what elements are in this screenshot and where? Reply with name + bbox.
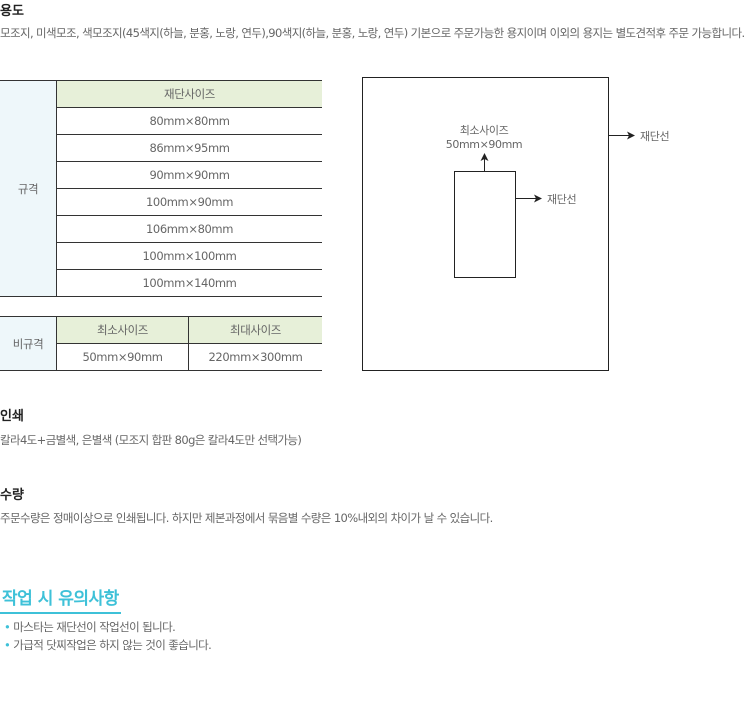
min-size-label: 최소사이즈: [459, 124, 509, 137]
spec-row: 90mm×90mm: [56, 161, 322, 189]
usage-title: 용도: [0, 4, 24, 19]
spec-row: 100mm×140mm: [56, 269, 322, 297]
spec-row: 86mm×95mm: [56, 134, 322, 162]
nonspec-side-label: 비규격: [0, 316, 57, 371]
spec-side-label: 규격: [0, 80, 57, 297]
nonspec-header-max: 최대사이즈: [188, 316, 322, 344]
usage-text: 모조지, 미색모조, 색모조지(45색지(하늘, 분홍, 노랑, 연두),90색…: [0, 26, 745, 40]
inner-box: [454, 171, 516, 278]
nonspec-header-min: 최소사이즈: [56, 316, 189, 344]
nonspec-table: 비규격 최소사이즈 최대사이즈 50mm×90mm 220mm×300mm: [0, 316, 322, 371]
spec-row: 100mm×100mm: [56, 242, 322, 270]
spec-row: 106mm×80mm: [56, 215, 322, 243]
notes-title: 작업 시 유의사항: [0, 584, 121, 614]
nonspec-max-value: 220mm×300mm: [188, 343, 322, 371]
quantity-text: 주문수량은 정매이상으로 인쇄됩니다. 하지만 제본과정에서 묶음별 수량은 1…: [0, 511, 493, 525]
outer-box: [362, 77, 609, 371]
min-size-value: 50mm×90mm: [445, 138, 523, 151]
bullet-icon: •: [4, 620, 11, 634]
outer-cut-label: 재단선: [640, 130, 670, 143]
diagram-lines: [362, 77, 635, 371]
spec-row: 100mm×90mm: [56, 188, 322, 216]
note-text: 가급적 닷찌작업은 하지 않는 것이 좋습니다.: [13, 638, 212, 652]
spec-table: 규격 재단사이즈 80mm×80mm 86mm×95mm 90mm×90mm 1…: [0, 80, 322, 297]
print-title: 인쇄: [0, 409, 24, 424]
quantity-title: 수량: [0, 488, 24, 503]
spec-row: 80mm×80mm: [56, 107, 322, 135]
inner-cut-label: 재단선: [547, 193, 577, 206]
nonspec-min-value: 50mm×90mm: [56, 343, 189, 371]
spec-header: 재단사이즈: [56, 80, 322, 108]
print-text: 칼라4도+금별색, 은별색 (모조지 합판 80g은 칼라4도만 선택가능): [0, 433, 302, 447]
note-item: • 가급적 닷찌작업은 하지 않는 것이 좋습니다.: [4, 636, 212, 655]
note-text: 마스타는 재단선이 작업선이 됩니다.: [13, 620, 176, 634]
note-item: • 마스타는 재단선이 작업선이 됩니다.: [4, 618, 176, 637]
bullet-icon: •: [4, 638, 11, 652]
